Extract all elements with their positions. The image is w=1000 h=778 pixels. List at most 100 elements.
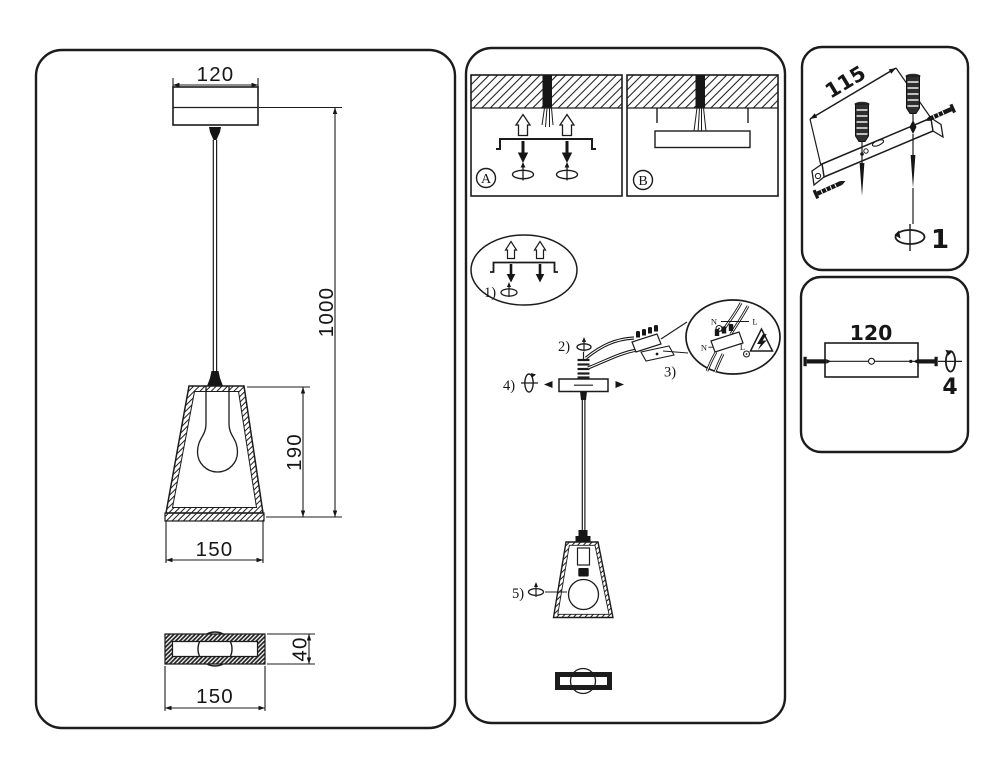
panel-border — [799, 275, 970, 454]
plate-step-number: 4 — [942, 375, 957, 400]
threaded-stem — [577, 358, 590, 379]
bracket-step-number: 1 — [931, 225, 949, 255]
dimension-canopy-width: 120 — [172, 63, 259, 89]
label-canopy-height: 40 — [289, 636, 312, 661]
screw-down-arrow — [535, 264, 545, 283]
mounting-bracket-isometric — [811, 116, 944, 187]
label-canopy-width: 120 — [197, 63, 235, 86]
step-2-strain-relief: 2) — [558, 337, 592, 379]
step-3-label: 3) — [664, 365, 676, 381]
mounting-screw-right — [925, 103, 957, 121]
insert-arrow — [910, 155, 916, 188]
plate-center-hole — [867, 357, 876, 365]
panel-dimension-drawing: 120 1000 — [34, 48, 457, 730]
terminal-block — [631, 325, 662, 353]
push-up-arrow — [504, 240, 518, 260]
rotate-axis-icon — [938, 349, 962, 373]
mount-option-b: B — [626, 74, 779, 197]
mounting-screw-left — [812, 181, 846, 200]
wire-label-n-bottom: N — [701, 343, 707, 353]
light-bulb — [196, 386, 239, 473]
bracket-slot — [871, 139, 885, 147]
panel-installation-steps: A B 1) — [464, 46, 787, 725]
dimension-shade-height: 190 — [247, 386, 310, 517]
shade-cap — [575, 536, 591, 543]
light-bulb — [567, 578, 600, 611]
bracket-plate — [640, 345, 675, 362]
panel-border — [800, 45, 970, 272]
step-1-bubble: 1) — [470, 234, 578, 306]
mounting-bracket-symbol — [496, 138, 596, 150]
panel-border — [464, 46, 787, 725]
mounting-plate-symbol — [654, 130, 751, 149]
panel-canopy-plate: 120 4 — [799, 275, 970, 454]
step-5-label: 5) — [512, 586, 524, 602]
terminal-screw — [742, 350, 751, 358]
push-up-arrow — [533, 240, 547, 260]
insert-arrow — [859, 163, 865, 196]
label-cable-length: 1000 — [315, 287, 338, 337]
label-canopy-bottom-width: 150 — [196, 685, 234, 708]
screw-down-arrow — [561, 141, 573, 163]
step-4-label: 4) — [503, 378, 515, 394]
cord-grip-top — [209, 127, 221, 140]
dimension-canopy-height: 40 — [267, 633, 315, 665]
canopy-bottom-view — [164, 631, 266, 667]
suspension-cord — [207, 127, 223, 386]
option-b-label: B — [638, 174, 647, 189]
label-hole-spacing: 115 — [821, 61, 870, 104]
canopy-side-view — [172, 86, 259, 126]
cord-knot — [909, 120, 917, 134]
step-5-shade: 5) — [512, 530, 614, 619]
mounting-bracket-symbol — [490, 261, 558, 273]
step-4-canopy: 4) — [503, 373, 624, 400]
wire-label-l-bottom: L — [740, 342, 745, 352]
slide-right-arrow — [615, 381, 624, 388]
wiring-detail-bubble: N L N L — [685, 299, 781, 375]
screw-rotate-icon — [500, 282, 518, 297]
screw-down-arrow — [517, 141, 529, 163]
option-a-label: A — [481, 172, 492, 187]
label-shade-width: 150 — [196, 538, 234, 561]
dimension-cable-length: 1000 — [259, 106, 342, 518]
step-2-label: 2) — [558, 339, 570, 355]
cord-grip — [580, 391, 587, 400]
panel-bracket-mounting: 115 — [800, 45, 970, 272]
push-up-arrow — [514, 113, 532, 137]
bracket-hole — [863, 148, 869, 154]
cord-grip-bottom — [207, 371, 223, 386]
shade-bottom-ring — [164, 512, 265, 522]
screw-rotate-icon — [555, 162, 579, 181]
canopy-plate — [824, 342, 919, 378]
cord-grip — [578, 530, 588, 537]
shade-side-view — [164, 385, 265, 522]
shade-bottom-view — [555, 667, 612, 695]
terminal-block-detail — [710, 323, 744, 353]
dimension-shade-width: 150 — [165, 521, 264, 563]
wall-anchor-right — [905, 73, 921, 224]
screw-down-arrow — [506, 264, 516, 283]
screw-rotate-icon — [511, 162, 535, 181]
wire-label-n-top: N — [711, 317, 717, 327]
label-plate-width: 120 — [850, 321, 893, 345]
wall-anchor-left — [854, 101, 870, 196]
panel-border — [34, 48, 457, 730]
label-shade-height: 190 — [283, 433, 306, 471]
side-screw-right — [909, 356, 938, 367]
step-1-label: 1) — [484, 285, 496, 301]
screw-rotate-icon — [894, 224, 926, 251]
bulb-base — [578, 568, 589, 577]
screw-rotate-icon — [527, 582, 545, 597]
screw-rotate-icon — [576, 337, 592, 352]
push-up-arrow — [558, 113, 576, 137]
rotate-axis-icon — [521, 373, 538, 393]
slide-left-arrow — [544, 381, 553, 388]
pendant-cord — [581, 400, 586, 531]
terminal-screw — [715, 324, 723, 333]
option-b-badge — [632, 169, 654, 191]
lamp-socket — [576, 547, 591, 566]
side-screw-left — [803, 356, 831, 367]
step-3-wiring: 3) — [584, 321, 689, 381]
